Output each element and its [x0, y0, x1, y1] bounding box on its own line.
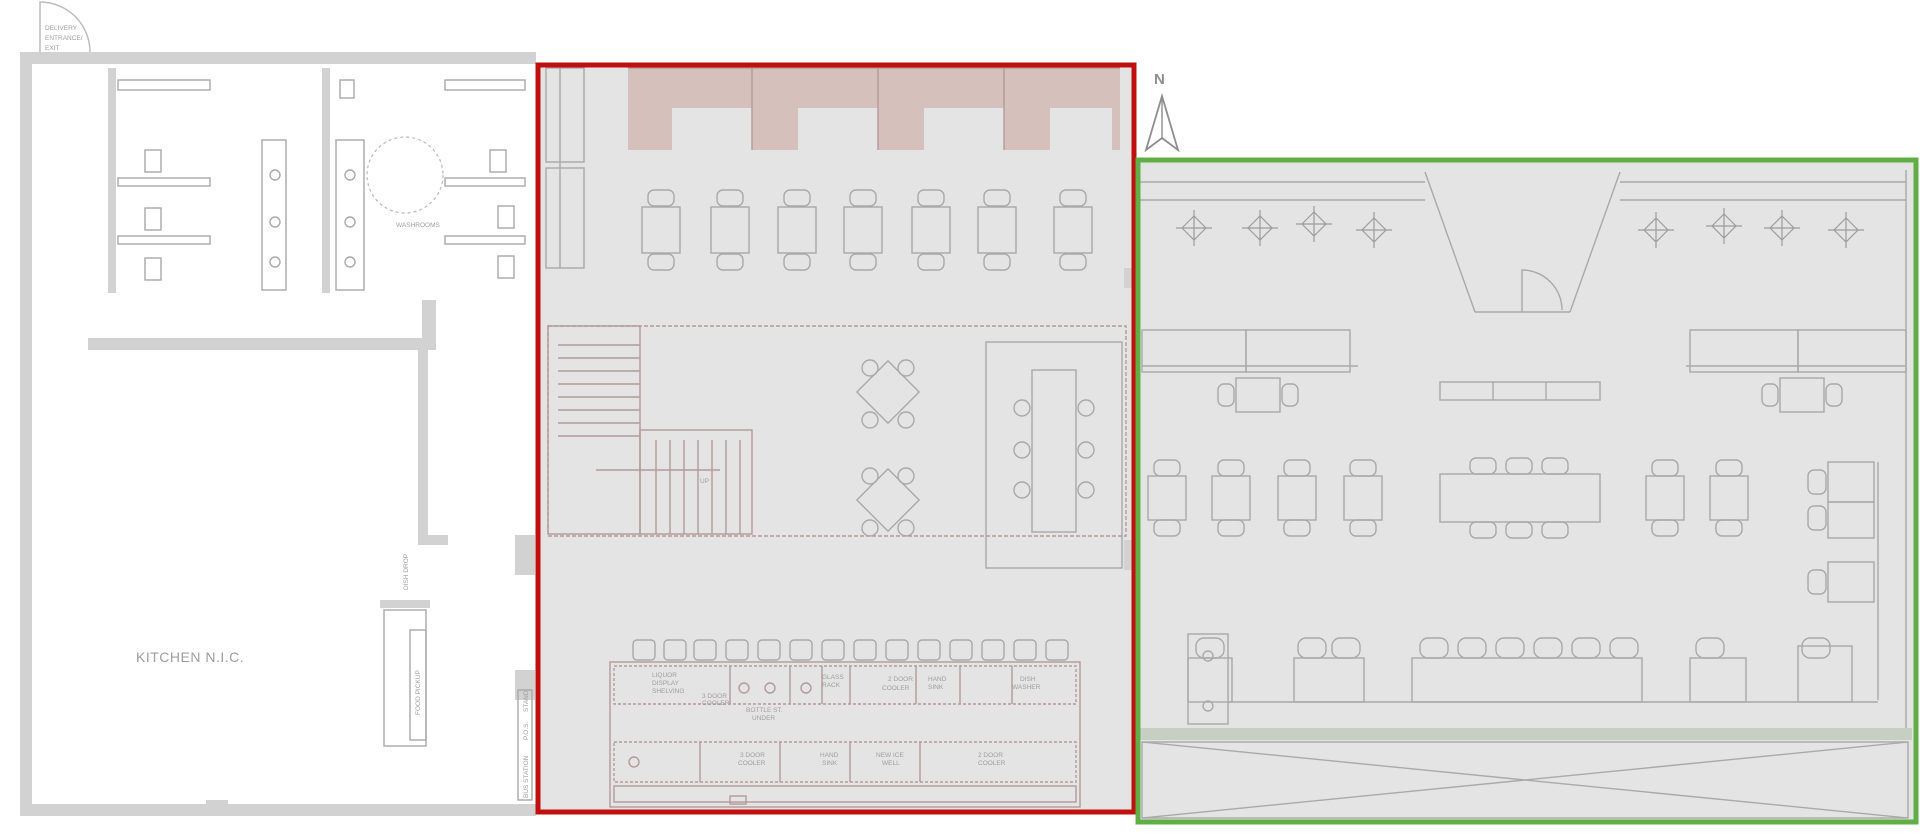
bar-label-icewell-2: WELL — [882, 760, 900, 767]
bar-label-icewell-1: NEW ICE — [876, 752, 904, 759]
pos-label: P.O.S. — [523, 721, 530, 740]
washrooms-label: WASHROOMS — [396, 222, 440, 229]
patio-tables-row — [1147, 457, 1749, 539]
bar-label-handsink-b-2: SINK — [822, 760, 838, 767]
stand-label: STAND — [523, 690, 530, 712]
south-booths — [1187, 633, 1878, 725]
bar-label-liquor-3: SHELVING — [652, 688, 684, 695]
dish-drop-label: DISH DROP — [403, 554, 410, 590]
east-banquette — [1807, 461, 1879, 700]
bus-station — [517, 689, 533, 801]
bar-label-handsink-b-1: HAND — [820, 752, 839, 759]
north-label: N — [1154, 71, 1165, 88]
bar-label-liquor-1: LIQUOR — [652, 672, 677, 679]
plant-icon — [1242, 210, 1278, 246]
washroom-turning-circle — [366, 136, 444, 214]
plant-icon — [1638, 212, 1674, 248]
dining-room: UP — [535, 62, 1137, 815]
bar-label-3door-b-2: COOLER — [738, 760, 766, 767]
plant-icon — [1176, 210, 1212, 246]
service-station — [1187, 633, 1229, 725]
bar-label-3door-a-2: COOLER — [702, 700, 730, 707]
delivery-door — [39, 1, 91, 53]
patio-benches — [1141, 329, 1907, 401]
bar-equipment-labels: LIQUOR DISPLAY SHELVING 3 DOOR COOLER GL… — [652, 672, 1041, 767]
bar-label-2door-a-1: 2 DOOR — [888, 676, 913, 683]
plant-icon — [1356, 212, 1392, 248]
planter-rail — [1140, 170, 1907, 740]
bus-station-label: BUS STATION — [523, 755, 530, 798]
planter-plants — [1176, 206, 1864, 248]
communal-table — [985, 341, 1123, 569]
back-of-house: DELIVERY ENTRANCE/ EXIT — [20, 1, 536, 816]
bar-label-dishwasher-1: DISH — [1020, 676, 1036, 683]
staircase — [547, 325, 753, 535]
bar-counter — [609, 661, 1081, 808]
delivery-label-1: DELIVERY — [45, 25, 78, 32]
bar-label-glass-1: GLASS — [822, 674, 844, 681]
bar-label-dishwasher-2: WASHER — [1012, 684, 1041, 691]
patio-two-tops — [1217, 377, 1843, 413]
bar-label-handsink-a-2: SINK — [928, 684, 944, 691]
bar-label-2door-b-1: 2 DOOR — [978, 752, 1003, 759]
west-bench — [545, 67, 585, 269]
bar-label-bottle-1: BOTTLE ST. — [746, 707, 783, 714]
patio — [1135, 157, 1919, 825]
patio-highlight — [1135, 157, 1919, 825]
booth-seating — [628, 67, 1120, 150]
bar-label-3door-b-1: 3 DOOR — [740, 752, 765, 759]
plant-icon — [1828, 212, 1864, 248]
bar-label-glass-2: RACK — [822, 682, 841, 689]
delivery-label-3: EXIT — [45, 45, 59, 52]
bar-label-3door-a-1: 3 DOOR — [702, 693, 727, 700]
north-arrow: N — [1144, 71, 1180, 153]
south-roof-outline — [1141, 741, 1909, 819]
washroom-stalls — [117, 79, 526, 291]
delivery-label-2: ENTRANCE/ — [45, 35, 83, 42]
bar-label-liquor-2: DISPLAY — [652, 680, 680, 687]
kitchen-label: KITCHEN N.I.C. — [136, 649, 244, 665]
bar-label-2door-b-2: COOLER — [978, 760, 1006, 767]
south-planter — [1140, 728, 1912, 740]
bar-label-bottle-2: UNDER — [752, 715, 775, 722]
bar-label-2door-a-2: COOLER — [882, 685, 910, 692]
bar-stools — [632, 639, 1069, 661]
plant-icon — [1706, 208, 1742, 244]
stair-up-label: UP — [700, 478, 709, 485]
plant-icon — [1764, 210, 1800, 246]
dining-room-highlight — [535, 62, 1137, 815]
plant-icon — [1296, 206, 1332, 242]
bar-label-handsink-a-1: HAND — [928, 676, 947, 683]
two-top-tables — [641, 189, 1093, 271]
food-pickup-label: FOOD PICKUP — [415, 670, 422, 715]
four-top-tables — [855, 359, 921, 537]
